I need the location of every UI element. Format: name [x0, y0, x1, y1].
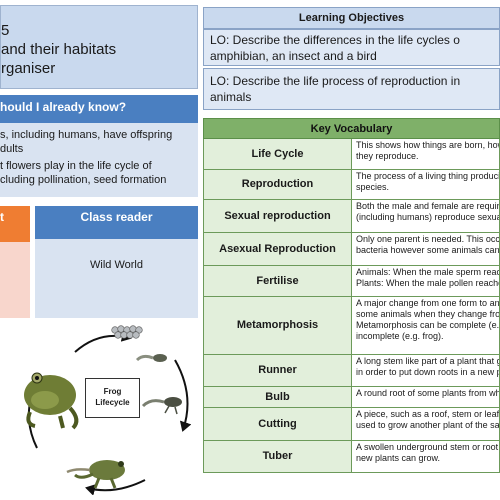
vocab-definition-line: Both the male and female are require: [356, 201, 500, 211]
prior-knowledge-line: s, including humans, have offspring: [0, 129, 173, 141]
froglet-icon: [66, 460, 125, 489]
vocab-definition-line: (including humans) reproduce sexuall: [356, 212, 500, 222]
title-line-2: and their habitats: [1, 41, 117, 58]
vocab-definition-line: A piece, such as a roof, stem or leaf c: [356, 409, 500, 419]
objective-line: LO: Describe the differences in the life…: [210, 33, 460, 47]
vocab-definition-line: Animals: When the male sperm reach: [356, 267, 500, 277]
prior-knowledge-heading: hould I already know?: [0, 95, 198, 123]
vocab-definition-line: A major change from one form to ano: [356, 298, 500, 308]
vocab-term: Life Cycle: [203, 138, 352, 170]
vocab-definition: A long stem like part of a plant that gr…: [351, 354, 500, 387]
vocab-definition-line: used to grow another plant of the sam: [356, 420, 500, 430]
vocab-term: Asexual Reproduction: [203, 232, 352, 266]
vocab-definition-line: new plants can grow.: [356, 453, 441, 463]
vocab-term: Bulb: [203, 386, 352, 408]
vocab-term: Fertilise: [203, 265, 352, 297]
adult-frog-icon: [24, 372, 79, 430]
vocab-definition-line: incomplete (e.g. frog).: [356, 331, 444, 341]
objective-line: LO: Describe the life process of reprodu…: [210, 74, 461, 88]
class-reader-heading: Class reader: [35, 206, 198, 239]
objective-line: animals: [210, 90, 252, 104]
learning-objectives-heading: Learning Objectives: [203, 7, 500, 29]
vocab-term: Metamorphosis: [203, 296, 352, 355]
text-heading: t: [0, 206, 30, 242]
learning-objective-1: LO: Describe the differences in the life…: [203, 29, 500, 66]
vocab-term: Tuber: [203, 440, 352, 473]
text-panel: [0, 242, 30, 318]
vocab-definition-line: some animals when they change fron: [356, 309, 500, 319]
title-line-1: 5: [1, 22, 10, 39]
vocab-definition-line: A long stem like part of a plant that gr: [356, 356, 500, 366]
table-row: Bulb A round root of some plants from whi…: [203, 386, 500, 408]
learning-objective-2: LO: Describe the life process of reprodu…: [203, 68, 500, 110]
vocab-definition-line: they reproduce.: [356, 151, 419, 161]
cycle-arrow: [74, 330, 132, 353]
frog-lifecycle-diagram: [24, 325, 192, 495]
tadpole-icon: [135, 354, 167, 362]
vocab-definition: A round root of some plants from whic: [351, 386, 500, 408]
class-reader-title: Wild World: [90, 259, 143, 271]
frog-spawn-icon: [111, 325, 143, 339]
vocab-definition-line: Plants: When the male pollen reaches: [356, 278, 500, 288]
vocab-definition-line: Metamorphosis can be complete (e.g: [356, 320, 500, 330]
vocab-definition-line: in order to put down roots in a new pla: [356, 367, 500, 377]
vocab-definition-line: Only one parent is needed. This occu: [356, 234, 500, 244]
vocab-definition-line: This shows how things are born, how: [356, 140, 500, 150]
prior-knowledge-line: cluding pollination, seed formation: [0, 174, 167, 186]
lifecycle-label-line: Frog: [103, 387, 122, 396]
vocab-term: Reproduction: [203, 169, 352, 200]
prior-knowledge-panel: s, including humans, have offspring dult…: [0, 123, 198, 197]
vocab-definition-line: A round root of some plants from whic: [356, 388, 500, 398]
key-vocabulary-heading: Key Vocabulary: [203, 118, 500, 139]
cycle-arrow: [85, 479, 146, 495]
vocab-definition: Both the male and female are require(inc…: [351, 199, 500, 233]
vocab-definition-line: The process of a living thing producin: [356, 171, 500, 181]
class-reader-panel: Wild World: [35, 239, 198, 318]
vocab-definition-line: A swollen underground stem or root o: [356, 442, 500, 452]
vocab-term: Sexual reproduction: [203, 199, 352, 233]
title-panel: 5 and their habitats rganiser: [0, 5, 198, 89]
objective-line: amphibian, an insect and a bird: [210, 49, 377, 63]
lifecycle-label-line: Lifecycle: [95, 398, 130, 407]
vocab-term: Runner: [203, 354, 352, 387]
vocab-term: Cutting: [203, 407, 352, 441]
title-line-3: rganiser: [1, 60, 56, 77]
tadpole-with-legs-icon: [141, 397, 182, 415]
cycle-arrow: [174, 359, 192, 432]
prior-knowledge-line: dults: [0, 143, 24, 155]
vocab-definition-line: species.: [356, 182, 390, 192]
prior-knowledge-line: t flowers play in the life cycle of: [0, 160, 152, 172]
vocab-definition-line: bacteria however some animals can r: [356, 245, 500, 255]
lifecycle-label: Frog Lifecycle: [85, 378, 140, 418]
